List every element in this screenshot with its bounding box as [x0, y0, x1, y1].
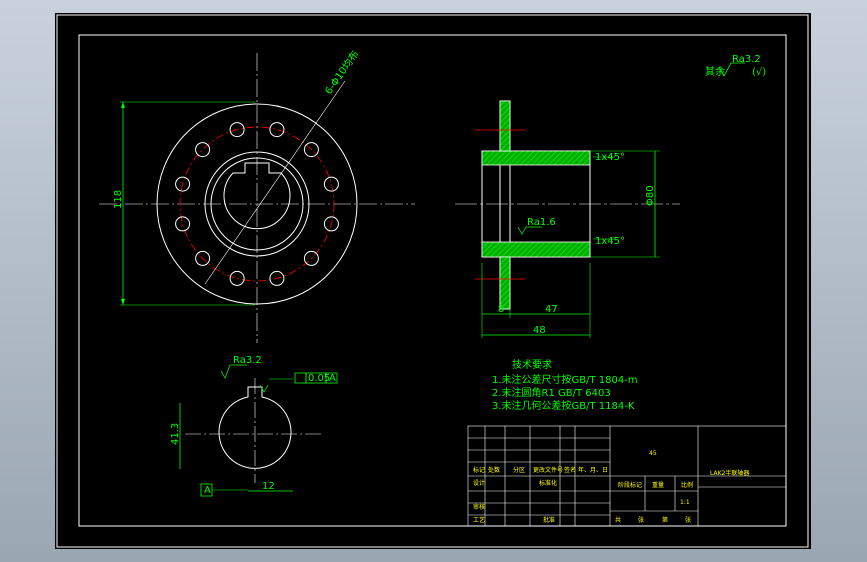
dim-flange-text: 8: [498, 304, 504, 315]
bolt-hole: [175, 216, 191, 232]
tech-title: 技术要求: [512, 358, 552, 371]
tb-approve: 批准: [543, 516, 555, 524]
tb-standard: 标准化: [539, 479, 557, 487]
flange-outer-circle: [156, 103, 358, 305]
dim-keyway-width-text: 12: [262, 481, 275, 492]
tb-header-4: 签名: [564, 466, 576, 474]
bolt-hole: [195, 142, 211, 158]
tech-line-2: 2.未注圆角R1 GB/T 6403: [492, 386, 611, 399]
title-block: [467, 425, 787, 527]
flange-top-hatch: [499, 100, 511, 152]
tb-header-0: 标记: [473, 466, 485, 474]
front-view: 6-Φ10均布 118: [99, 48, 415, 343]
tb-part-name: LAK2半联轴器: [710, 469, 749, 477]
bolt-hole: [195, 250, 211, 266]
detail-keyway-bore: [218, 386, 292, 469]
datum-label: A: [204, 485, 211, 496]
bolt-hole: [229, 122, 245, 138]
tb-sheet-total: 共: [615, 516, 621, 524]
bolt-hole: [303, 250, 319, 266]
bolt-hole: [269, 270, 285, 286]
flange-bottom-hatch: [499, 256, 511, 310]
hub-bottom-hatched-wall: [481, 241, 591, 258]
tb-review: 审核: [473, 503, 485, 511]
title-block-text: 45 LAK2半联轴器 标记 处数 分区 更改文件号 签名 年、月、日 设计 标…: [473, 450, 749, 524]
tb-header-1: 处数: [488, 466, 500, 474]
bolt-hole: [269, 122, 285, 138]
tolerance-frame-datum: [325, 372, 338, 384]
bolt-pitch-circle: [179, 126, 335, 282]
drawing-viewport[interactable]: 其余 Ra3.2 (√) 6-Φ10均布: [55, 13, 811, 549]
tb-stage-mark: 阶段标记: [618, 481, 642, 489]
dim-keyway-depth-text: 41.3: [170, 423, 181, 445]
roughness-other-label: 其余: [705, 65, 725, 78]
roughness-key-text: Ra3.2: [233, 355, 262, 366]
bolt-hole-group: [175, 122, 339, 286]
roughness-general-value: Ra3.2: [732, 54, 761, 65]
tolerance-frame-symbol: [294, 372, 307, 384]
hole-callout-leader: [204, 80, 346, 285]
drawing-canvas[interactable]: 其余 Ra3.2 (√) 6-Φ10均布: [55, 13, 811, 549]
dim-outer-height-text: 118: [113, 190, 124, 209]
dim-length-text: 48: [533, 325, 546, 336]
bolt-hole: [229, 270, 245, 286]
dim-hub-text: 47: [545, 304, 558, 315]
keyway-detail-view: Ra3.2 0.05 A 41.3 12 A: [170, 355, 338, 497]
section-view: Φ80 1x45° 1x45° Ra1.6 8 47 48: [455, 100, 680, 338]
tb-sheet-zhang2: 张: [685, 516, 691, 524]
inner-drawing-frame: [78, 34, 787, 527]
dim-chamfer-bottom: 1x45°: [595, 236, 625, 247]
dim-chamfer-top: 1x45°: [595, 152, 625, 163]
hub-top-hatched-wall: [481, 150, 591, 166]
tb-header-5: 年、月、日: [578, 466, 608, 474]
hub-chamfer-circle: [210, 157, 304, 251]
tb-process: 工艺: [473, 516, 485, 524]
tb-scale: 比例: [681, 481, 693, 489]
key-roughness-symbol-2: [259, 384, 269, 393]
tech-line-1: 1.未注公差尺寸按GB/T 1804-m: [492, 373, 638, 386]
tolerance-datum-text: A: [329, 373, 336, 384]
tb-design: 设计: [473, 479, 485, 487]
tb-weight: 重量: [652, 481, 664, 489]
tb-material: 45: [649, 450, 657, 457]
outer-sheet-border: [56, 14, 809, 548]
tolerance-value-text: 0.05: [308, 373, 330, 384]
keyway-bore-outline: [223, 162, 291, 230]
hub-outer-circle: [204, 151, 310, 257]
tb-sheet-zhang: 张: [638, 516, 644, 524]
bolt-hole: [323, 216, 339, 232]
hole-callout-text: 6-Φ10均布: [323, 48, 362, 96]
bolt-hole: [303, 142, 319, 158]
key-roughness-symbol: [220, 364, 247, 379]
bolt-hole: [323, 176, 339, 192]
roughness-symbol-general: 其余 Ra3.2 (√): [705, 54, 766, 78]
technical-requirements: 技术要求 1.未注公差尺寸按GB/T 1804-m 2.未注圆角R1 GB/T …: [492, 358, 638, 412]
tb-header-3: 更改文件号: [533, 466, 563, 474]
bolt-hole: [175, 176, 191, 192]
tb-scale-value: 1:1: [680, 499, 690, 506]
tb-sheet-di: 第: [662, 516, 668, 524]
roughness-bore-text: Ra1.6: [527, 217, 556, 228]
tb-left-grid: [468, 426, 610, 526]
bore-roughness-symbol: [517, 226, 542, 235]
dim-bore-text: Φ80: [645, 185, 656, 206]
roughness-general-paren: (√): [752, 67, 766, 78]
tb-header-2: 分区: [513, 466, 525, 474]
tech-line-3: 3.未注几何公差按GB/T 1184-K: [492, 399, 635, 412]
